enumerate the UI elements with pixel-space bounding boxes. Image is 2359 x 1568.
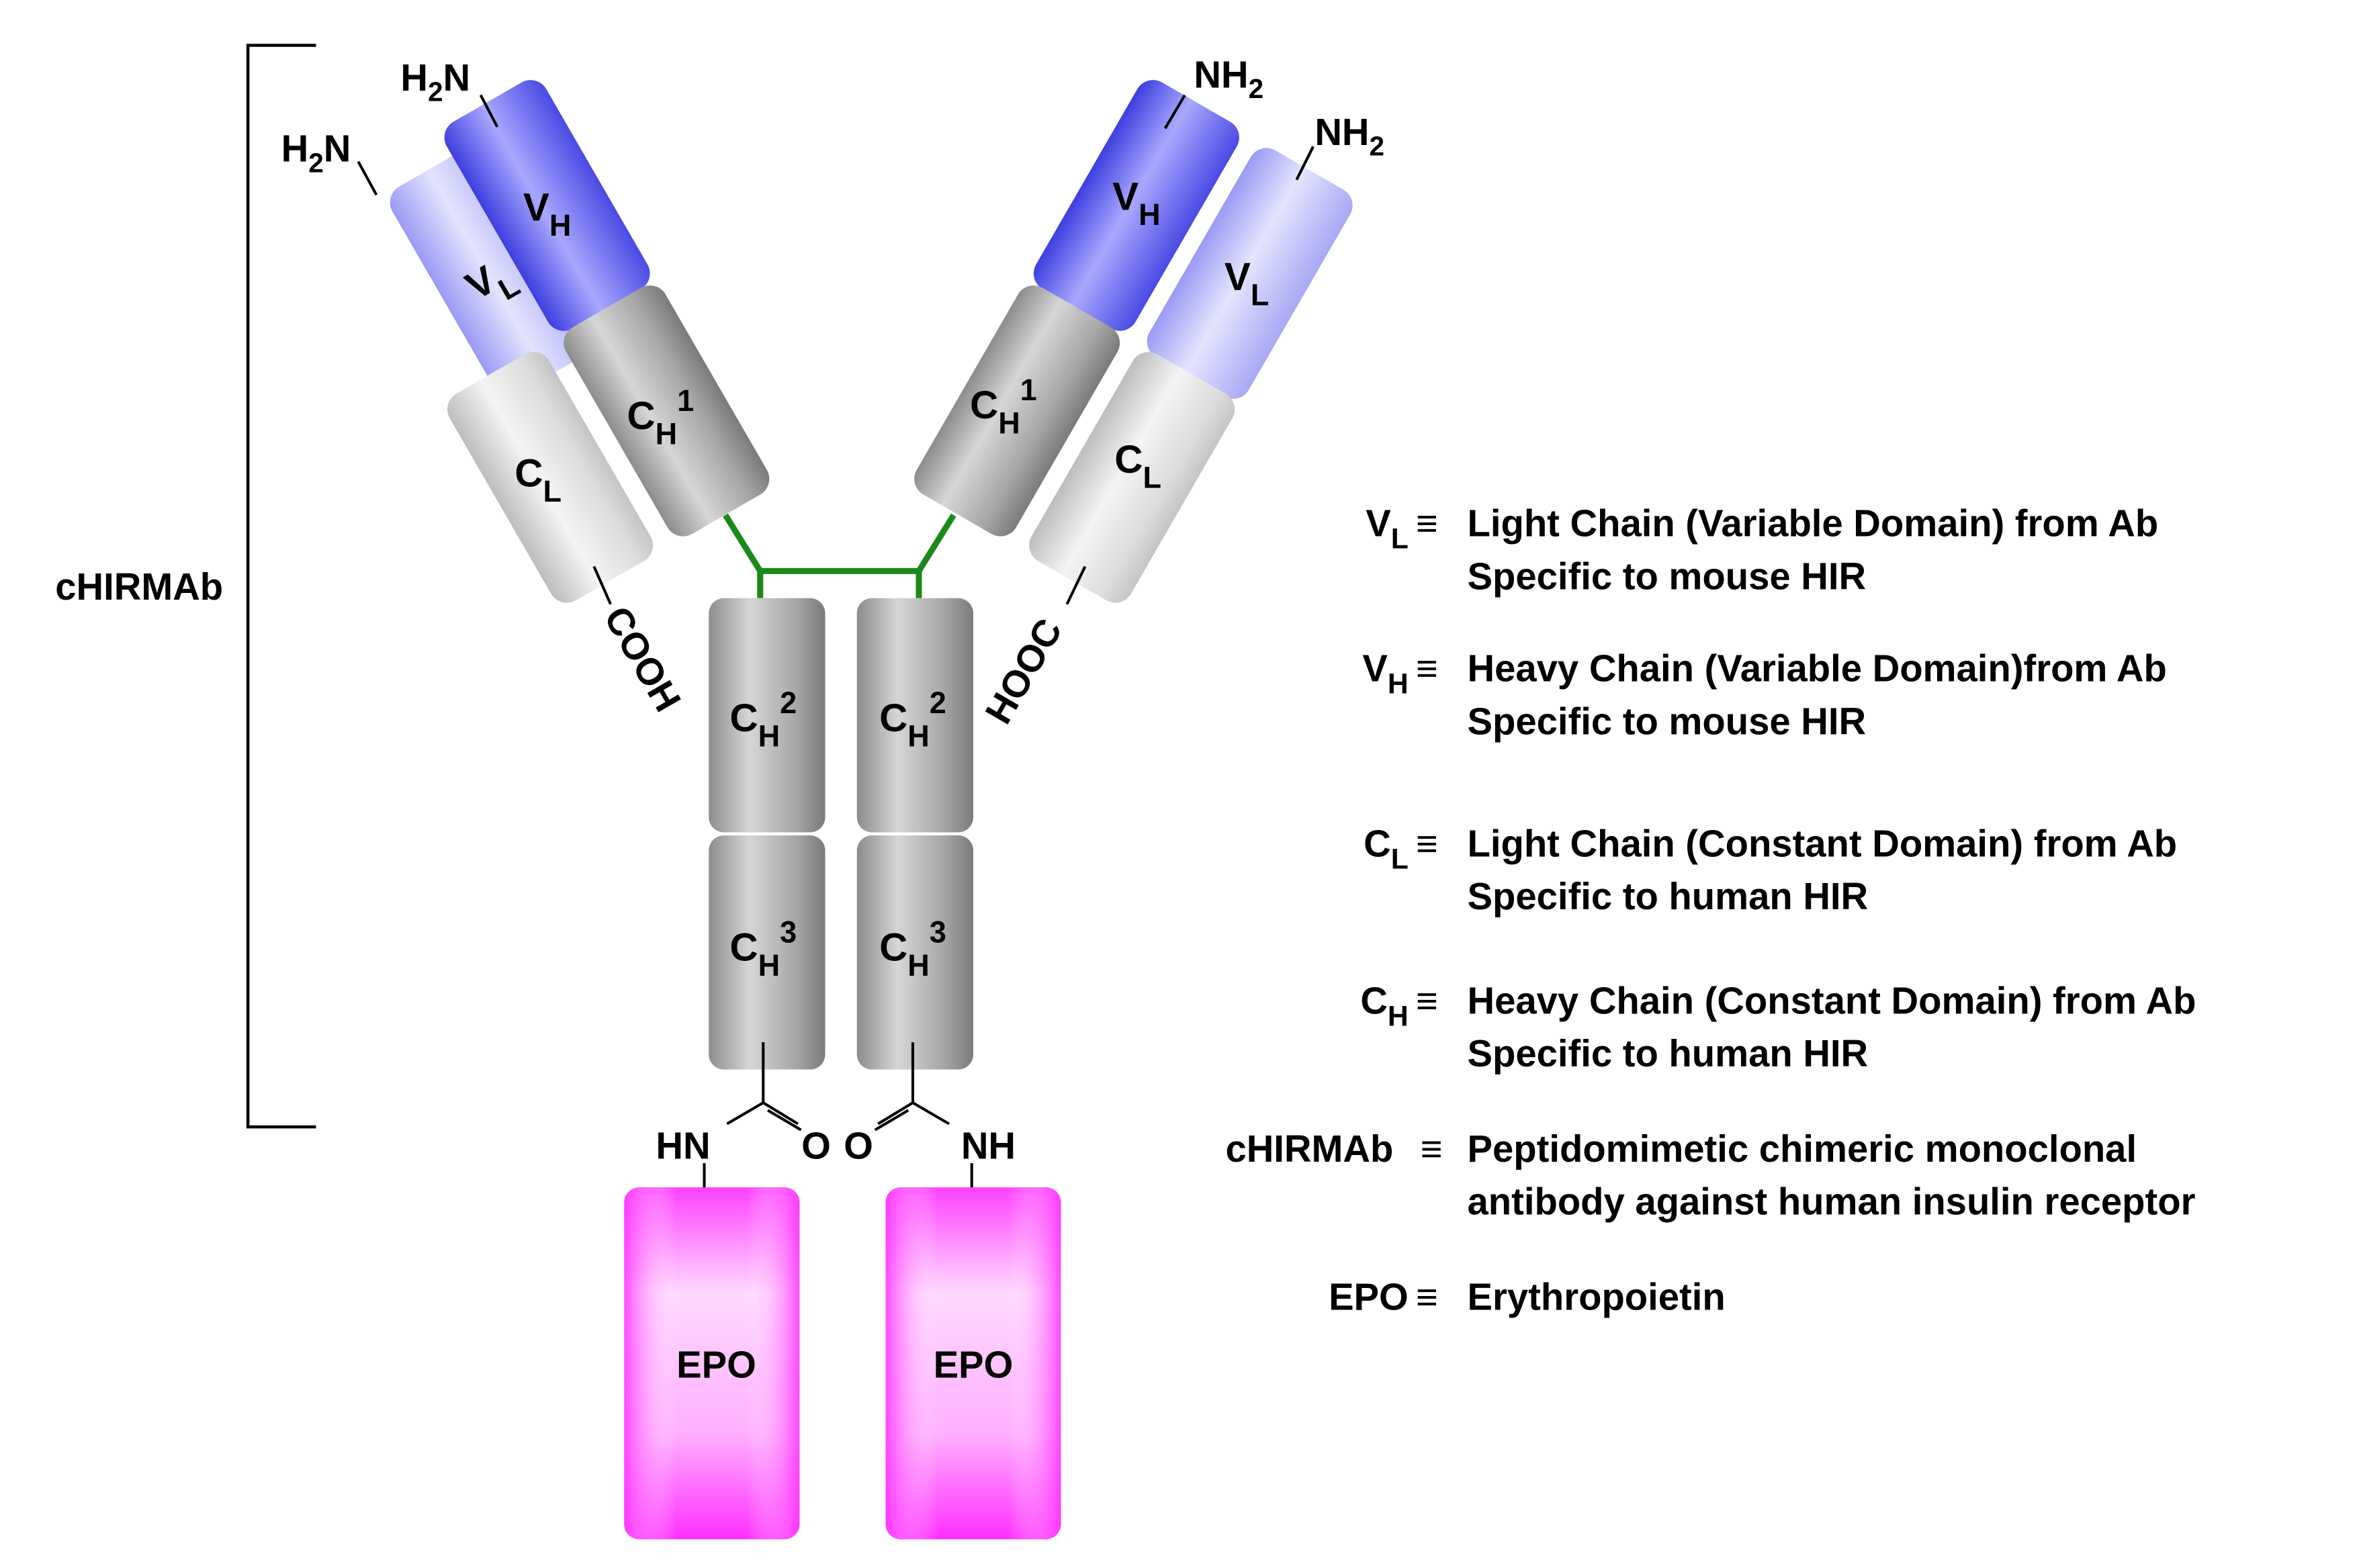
legend-term-vh: VH — [1362, 647, 1408, 700]
right-cl-domain — [1029, 352, 1235, 603]
legend-term-ch: CH — [1360, 979, 1408, 1032]
legend-line-epo-1: Erythropoietin — [1468, 1275, 1726, 1318]
right-ch2-label: CH2 — [879, 686, 946, 753]
legend-term-cl: CL — [1364, 822, 1409, 875]
right-vl-nterm: NH2 — [1315, 111, 1384, 162]
right-vl-label: VL — [1225, 255, 1269, 312]
right-ch1-domain — [914, 285, 1120, 537]
legend-equiv: ≡ — [1416, 979, 1438, 1021]
left-amide-o: O — [801, 1124, 831, 1166]
left-cl-label: CL — [515, 451, 562, 508]
right-vl-domain — [1147, 148, 1353, 399]
legend-equiv: ≡ — [1416, 647, 1438, 690]
disulfide-bonds — [723, 513, 956, 598]
left-ch3-label: CH3 — [729, 915, 797, 982]
legend-line-vl-2: Specific to mouse HIR — [1468, 555, 1867, 597]
right-ch3-label: CH3 — [879, 915, 946, 982]
left-ch1-domain — [564, 285, 770, 537]
left-cl-group — [447, 352, 654, 603]
right-ch2-domain — [856, 598, 973, 833]
left-vh-domain — [444, 80, 650, 331]
right-ch1-group — [914, 285, 1120, 537]
legend-equiv: ≡ — [1416, 822, 1438, 864]
legend-equiv: ≡ — [1416, 502, 1438, 545]
right-ch3-domain — [856, 835, 973, 1070]
cHIRMAb-bracket — [246, 44, 316, 1129]
left-ch1-label: CH1 — [627, 383, 694, 451]
right-amide-nh: NH — [961, 1124, 1016, 1166]
right-epo-block — [885, 1187, 1061, 1540]
left-vh-group — [444, 80, 650, 331]
left-vh-label: VH — [523, 185, 571, 242]
legend-line-vh-1: Heavy Chain (Variable Domain)from Ab — [1468, 647, 2167, 690]
legend-equiv: ≡ — [1421, 1127, 1443, 1170]
right-cl-label: CL — [1114, 438, 1161, 494]
legend-term-epo: EPO — [1329, 1275, 1409, 1318]
legend-term-chirmab: cHIRMAb — [1225, 1127, 1393, 1170]
left-epo-label: EPO — [676, 1344, 756, 1386]
legend-equiv: ≡ — [1416, 1275, 1438, 1318]
left-ch2-domain — [709, 598, 826, 833]
right-vh-nterm: NH2 — [1194, 53, 1263, 104]
left-ch3-domain — [709, 835, 826, 1070]
legend-line-chirmab-2: antibody against human insulin receptor — [1468, 1181, 2196, 1223]
legend-line-cl-2: Specific to human HIR — [1468, 875, 1869, 917]
left-amide-hn: HN — [656, 1124, 710, 1166]
right-amide-o: O — [844, 1124, 873, 1166]
left-vl-nterm: H2N — [281, 128, 351, 179]
legend-line-chirmab-1: Peptidomimetic chimeric monoclonal — [1468, 1127, 2137, 1170]
legend-line-ch-1: Heavy Chain (Constant Domain) from Ab — [1468, 979, 2196, 1021]
left-vh-nterm: H2N — [400, 56, 470, 107]
left-vl-domain — [390, 144, 596, 396]
left-light-chain: VL — [390, 144, 596, 396]
right-vh-label: VH — [1112, 175, 1160, 232]
legend-line-ch-2: Specific to human HIR — [1468, 1032, 1869, 1074]
right-epo-label: EPO — [934, 1344, 1014, 1386]
amide-linker-bonds — [703, 1042, 973, 1209]
left-cl-cterm: COOH — [596, 599, 689, 719]
right-cl-group — [1029, 352, 1235, 603]
left-ch2-label: CH2 — [729, 686, 797, 753]
left-ch1-group — [564, 285, 770, 537]
legend: VL ≡ Light Chain (Variable Domain) from … — [1225, 502, 2196, 1318]
right-vh-group — [1033, 80, 1239, 331]
right-vl-group — [1147, 148, 1353, 399]
legend-term-vl: VL — [1366, 502, 1409, 555]
cHIRMAb-label: cHIRMAb — [55, 565, 223, 608]
right-cl-cterm: HOOC — [977, 611, 1070, 731]
legend-line-cl-1: Light Chain (Constant Domain) from Ab — [1468, 822, 2178, 864]
termini-bonds — [357, 94, 1315, 605]
legend-line-vh-2: Specific to mouse HIR — [1468, 700, 1867, 742]
left-epo-block — [624, 1187, 800, 1540]
right-ch1-label: CH1 — [970, 373, 1037, 440]
left-cl-domain — [447, 352, 654, 603]
right-vh-domain — [1033, 80, 1239, 331]
legend-line-vl-1: Light Chain (Variable Domain) from Ab — [1468, 502, 2159, 545]
